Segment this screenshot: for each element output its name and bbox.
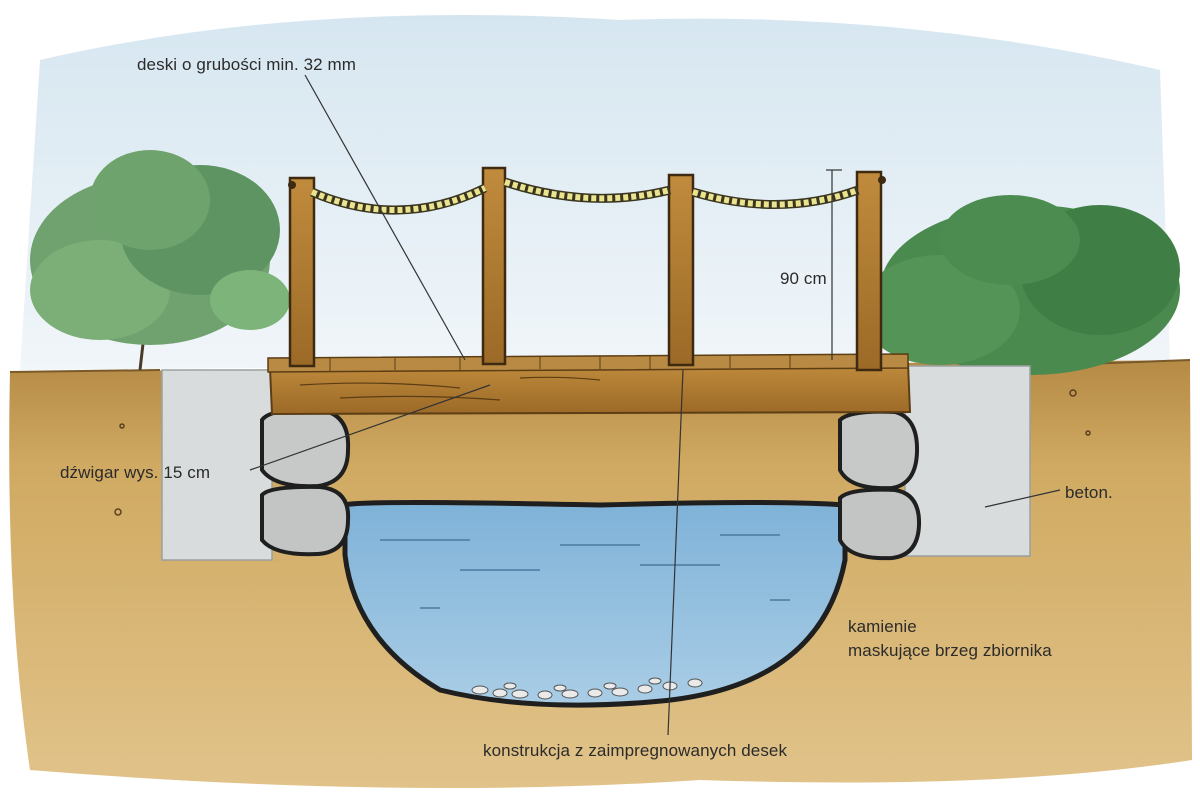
water-strokes: [380, 534, 790, 609]
wood-grain: [299, 376, 601, 401]
label-stones-line2: maskujące brzeg zbiornika: [848, 641, 1052, 660]
posts: [288, 166, 883, 372]
label-concrete: beton.: [1065, 483, 1113, 502]
water-basin: [342, 500, 848, 708]
concrete-right: [904, 365, 1031, 557]
tree-right: [860, 195, 1180, 375]
label-boards: deski o grubości min. 32 mm: [137, 55, 357, 74]
rope: [310, 177, 860, 215]
label-construction: konstrukcja z zaimpregnowanych desek: [483, 741, 788, 760]
label-girder: dźwigar wys. 15 cm: [60, 463, 211, 482]
concrete-left: [161, 369, 273, 561]
soil-marks: [114, 389, 1091, 516]
leader-lines: [249, 74, 1061, 736]
label-height: 90 cm: [780, 269, 827, 288]
deck-planks: [267, 353, 909, 373]
label-stones-line1: kamienie: [848, 617, 917, 636]
plank-joints: [329, 355, 791, 371]
pebbles: [471, 677, 703, 700]
dimension-90cm: [826, 169, 842, 360]
tree-left: [30, 150, 290, 371]
stones-left: [260, 407, 351, 557]
